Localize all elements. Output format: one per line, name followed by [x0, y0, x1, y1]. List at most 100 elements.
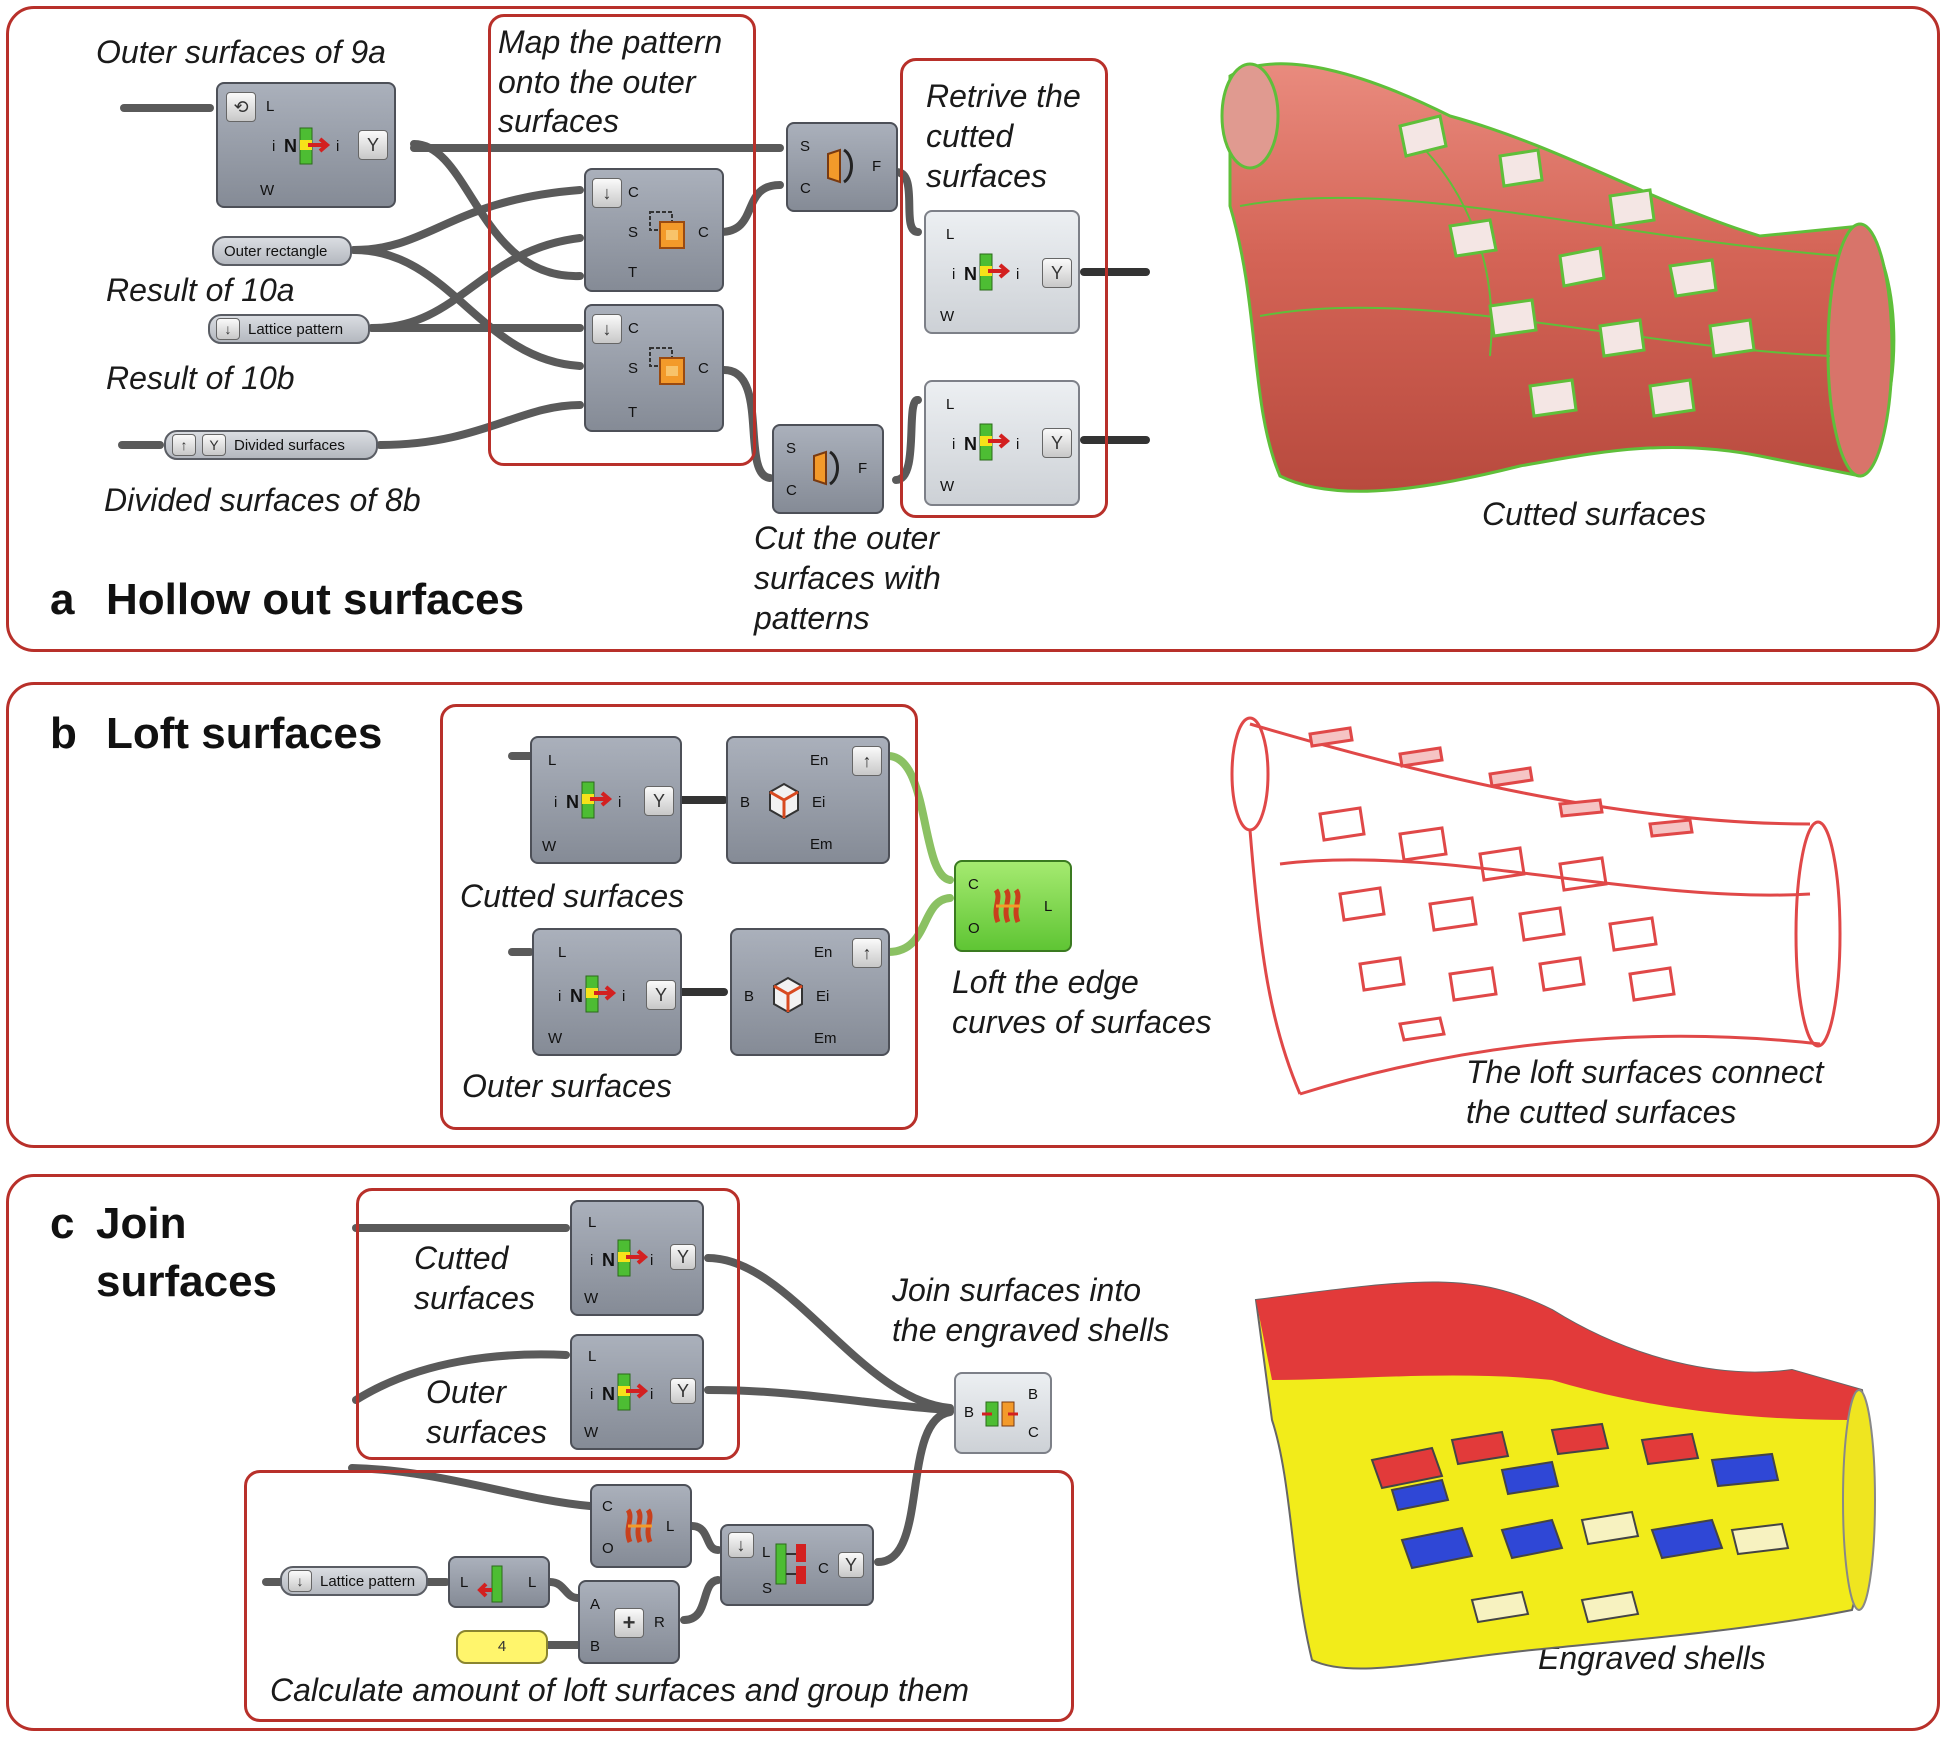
pin-i: i [590, 1252, 594, 1269]
pin-ei: Ei [816, 988, 830, 1005]
pin-c: C [628, 184, 639, 201]
map-to-surface-component-1[interactable]: ↓ C S C T [584, 168, 724, 292]
label-map-pattern-3: surfaces [498, 103, 619, 139]
wire [874, 1408, 954, 1566]
pin-i-out: i [650, 1386, 654, 1403]
lattice-pattern-param-c[interactable]: ↓ Lattice pattern [280, 1566, 428, 1596]
wire [376, 401, 584, 449]
divided-surfaces-label: Divided surfaces [234, 436, 345, 454]
pin-i: i [952, 436, 956, 453]
partition-list-component[interactable]: ↓ S L C Y [720, 1524, 874, 1606]
pin-b: B [740, 794, 751, 811]
pin-n: N [570, 986, 583, 1006]
surface-split-component-1[interactable]: S F C [786, 122, 898, 212]
pin-r: R [654, 1614, 665, 1631]
brep-edges-component-1[interactable]: En ↑ B Ei Em [726, 736, 890, 864]
cutted-surfaces-render [1220, 62, 1896, 493]
pin-f: F [858, 460, 868, 477]
list-item-icon [979, 423, 1011, 461]
pin-l: L [558, 944, 567, 961]
pin-i: i [272, 138, 276, 155]
arrow-down-icon: ↓ [216, 318, 240, 340]
label-connect-1: The loft surfaces connect [1466, 1054, 1824, 1090]
list-item-component-retrive-2[interactable]: L i N i Y W [924, 380, 1080, 506]
arrow-up-icon: ↑ [852, 938, 882, 968]
pin-b: B [744, 988, 755, 1005]
arrow-down-icon: ↓ [592, 314, 622, 344]
refresh-icon: ⟲ [226, 92, 256, 122]
pin-ei: Ei [812, 794, 826, 811]
list-item-component-b1[interactable]: L i N i Y W [530, 736, 682, 864]
panel-c-frame [6, 1174, 1940, 1731]
pin-c-out: C [818, 1560, 829, 1577]
label-loft-1: Loft the edge [952, 964, 1139, 1000]
addition-component[interactable]: A + R B [578, 1580, 680, 1664]
panel-c-title-2: surfaces [96, 1257, 278, 1306]
label-calculate: Calculate amount of loft surfaces and gr… [270, 1672, 970, 1708]
arrow-down-icon: ↓ [288, 1570, 312, 1592]
pin-f: F [872, 158, 882, 175]
panel-c-title-1: Join [96, 1199, 187, 1248]
label-cutted-surfaces-a: Cutted surfaces [1482, 496, 1707, 532]
list-item-component-retrive-1[interactable]: L i N i Y W [924, 210, 1080, 334]
number-slider[interactable]: 4 [456, 1630, 548, 1664]
loft-icon [625, 1508, 653, 1543]
brep-join-component[interactable]: B B C [954, 1372, 1052, 1454]
pin-n: N [284, 136, 297, 156]
engraved-shells-render [1254, 1281, 1876, 1670]
pin-w: W [940, 308, 955, 325]
loft-component[interactable]: C L O [954, 860, 1072, 952]
label-cutted-c-1: Cutted [414, 1240, 509, 1276]
label-retrive-3: surfaces [926, 158, 1047, 194]
arrow-down-icon: ↓ [728, 1532, 754, 1558]
label-cut-2: surfaces with [754, 560, 941, 596]
brep-join-icon [982, 1401, 1018, 1427]
pin-l: L [1044, 898, 1053, 915]
pin-c-out: C [698, 224, 709, 241]
pin-c: C [628, 320, 639, 337]
loft-component-c[interactable]: C L O [590, 1484, 692, 1568]
list-item-icon [299, 127, 331, 165]
wire [546, 1578, 582, 1602]
pin-w: W [542, 838, 557, 855]
outer-rectangle-param[interactable]: Outer rectangle [212, 236, 352, 266]
divided-surfaces-param[interactable]: ↑ Y Divided surfaces [164, 430, 378, 460]
wire [884, 752, 954, 884]
list-item-component-b2[interactable]: L i N i Y W [532, 928, 682, 1056]
surface-split-component-2[interactable]: S F C [772, 424, 884, 514]
list-length-component[interactable]: L L [448, 1556, 550, 1608]
wire [348, 1464, 594, 1510]
lattice-pattern-label: Lattice pattern [320, 1572, 416, 1590]
pin-i-out: i [622, 988, 626, 1005]
group-join-inputs [356, 1188, 740, 1460]
loft-icon [993, 888, 1021, 923]
brep-edges-icon [773, 976, 803, 1014]
pin-w: W [940, 478, 955, 495]
list-item-component-c2[interactable]: L i N i Y W [570, 1334, 704, 1450]
label-result-10a: Result of 10a [106, 272, 295, 308]
pin-i: i [554, 794, 558, 811]
wire [704, 1386, 954, 1414]
lattice-pattern-param-a[interactable]: ↓ Lattice pattern [208, 314, 370, 344]
lattice-pattern-label: Lattice pattern [248, 320, 344, 338]
pin-l: L [588, 1348, 597, 1365]
pin-c: C [968, 876, 979, 893]
list-item-icon [979, 253, 1011, 291]
pin-n: N [602, 1384, 615, 1404]
pin-en: En [810, 752, 829, 769]
graft-icon: Y [646, 980, 676, 1010]
brep-edges-component-2[interactable]: En ↑ B Ei Em [730, 928, 890, 1056]
pin-i-out: i [650, 1252, 654, 1269]
map-to-surface-component-2[interactable]: ↓ C S C T [584, 304, 724, 432]
pin-i: i [558, 988, 562, 1005]
label-retrive-2: cutted [926, 118, 1014, 154]
graft-icon: Y [644, 786, 674, 816]
pin-em: Em [814, 1030, 837, 1047]
list-item-component[interactable]: ⟲ L i N i Y W [216, 82, 396, 208]
pin-i-out: i [1016, 266, 1020, 283]
pin-c: C [786, 482, 797, 499]
graft-icon: Y [1042, 258, 1072, 288]
wire [716, 181, 784, 236]
label-map-pattern-2: onto the outer [498, 64, 696, 100]
list-item-component-c1[interactable]: L i N i Y W [570, 1200, 704, 1316]
